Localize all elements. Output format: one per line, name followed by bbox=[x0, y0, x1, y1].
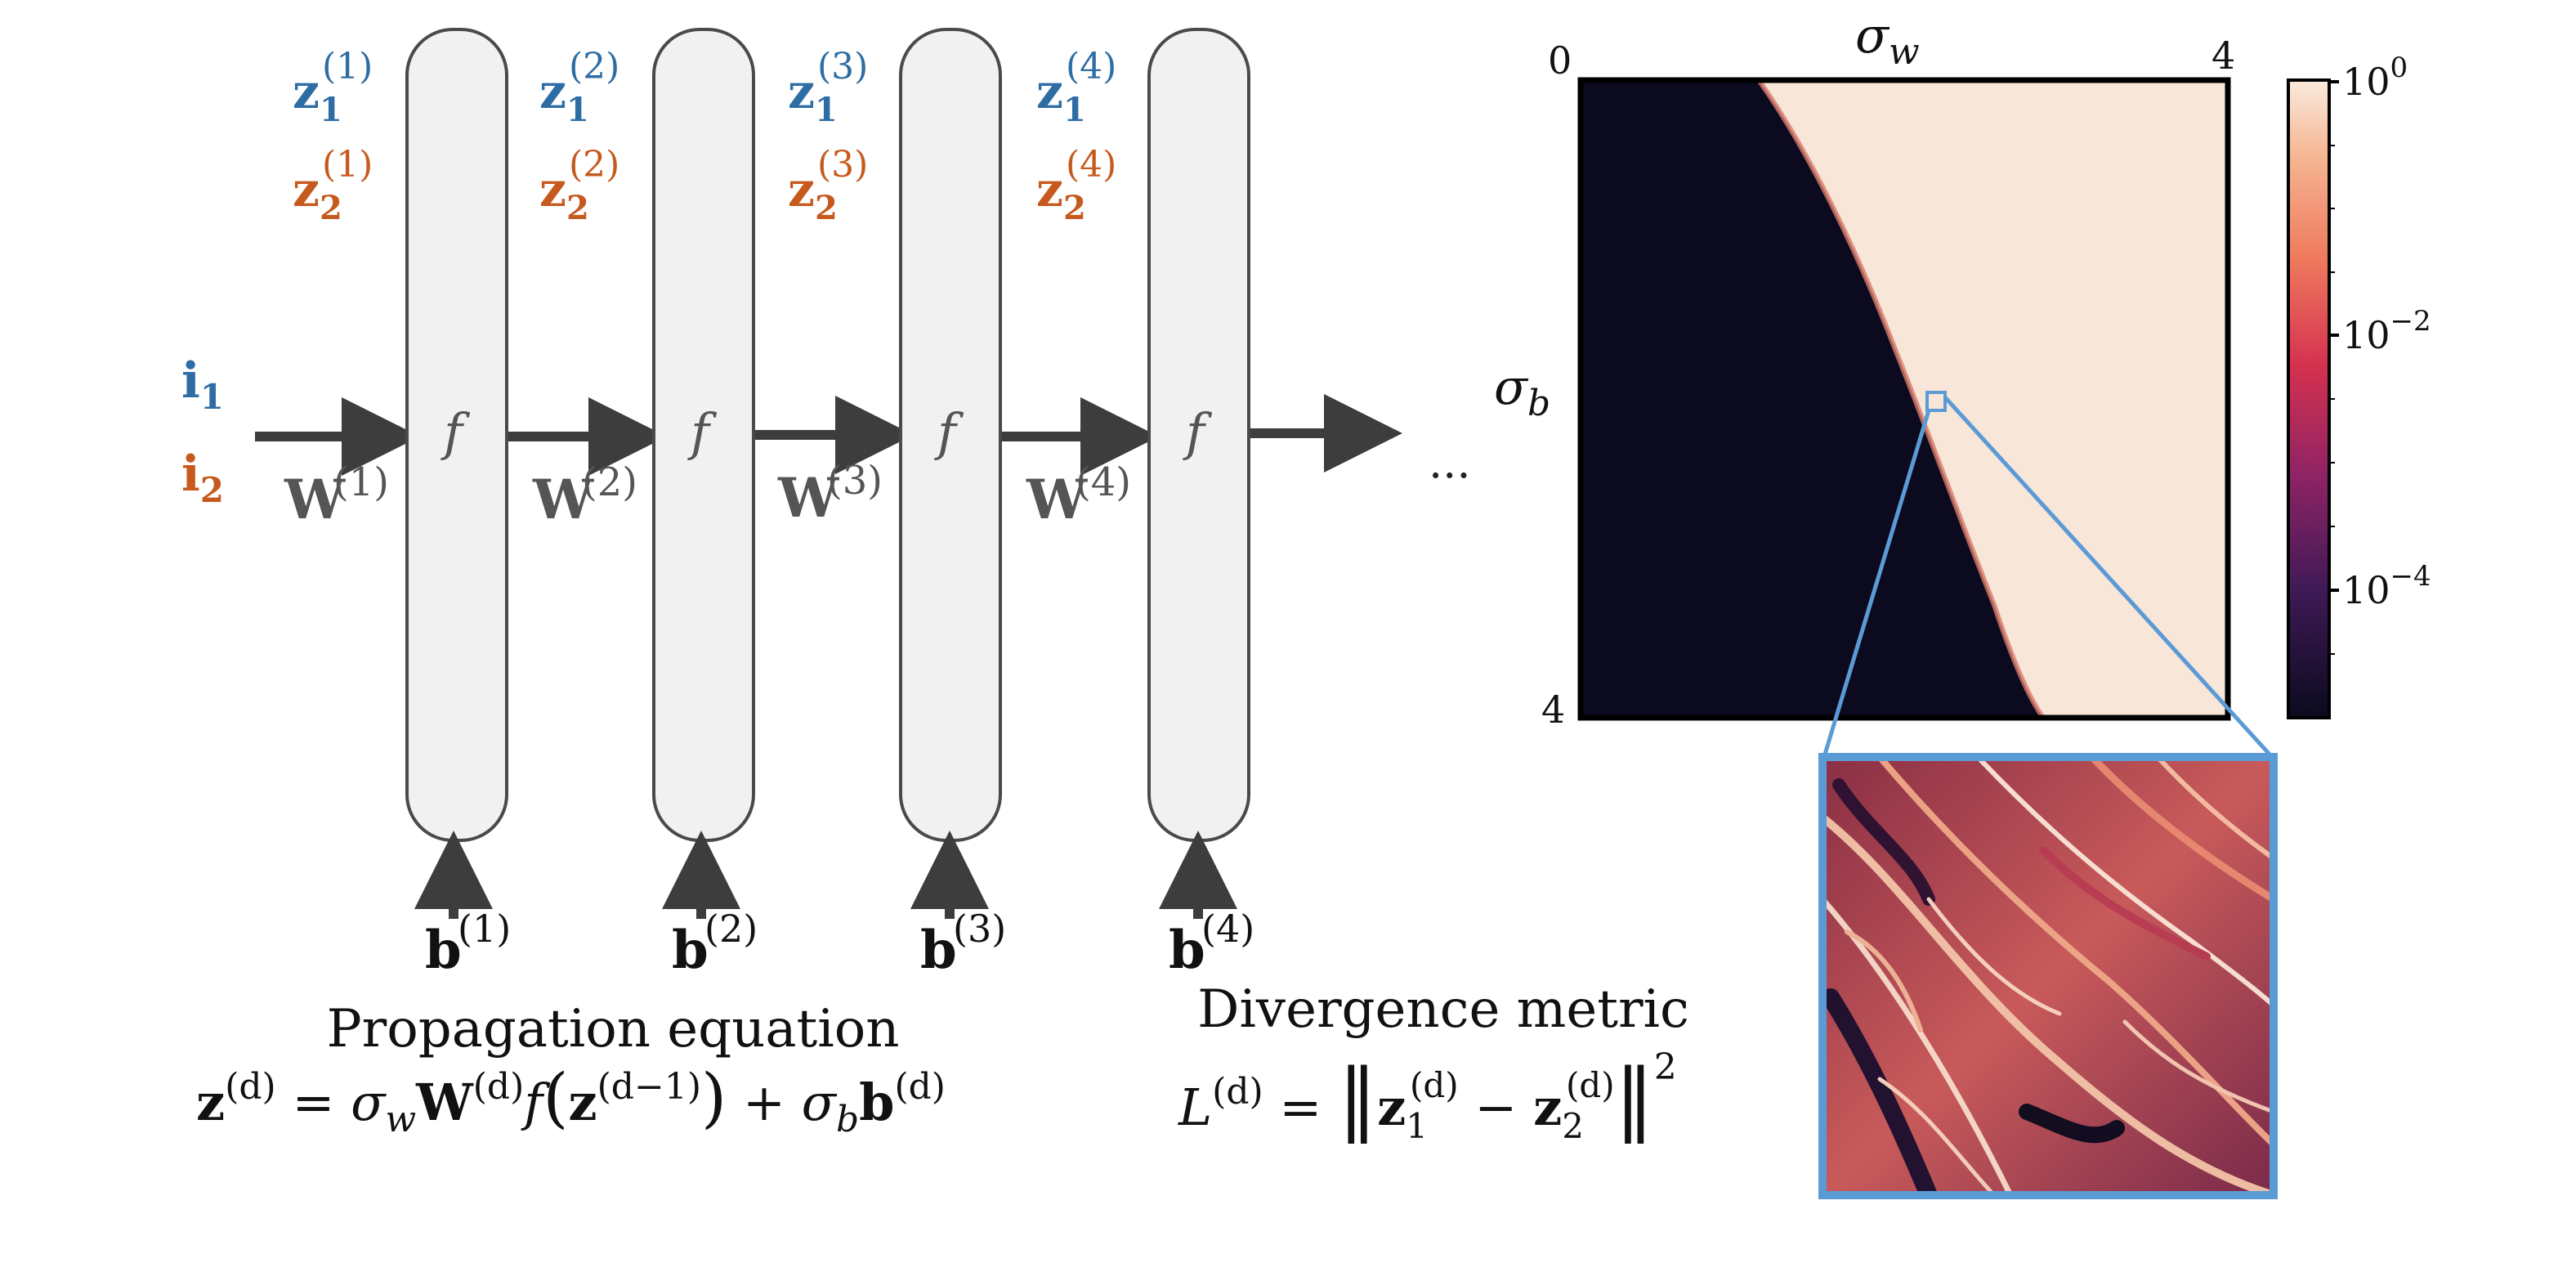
top-axis-label: σw bbox=[1855, 7, 1920, 73]
zoom-line-left bbox=[1822, 410, 1931, 758]
zoom-inset-frame bbox=[1818, 753, 2278, 1199]
w-label: W bbox=[777, 466, 839, 530]
z1-sup: (1) bbox=[322, 46, 373, 87]
bias-sup: (3) bbox=[953, 907, 1006, 951]
z1-sup: (2) bbox=[569, 46, 619, 87]
bias-label: b bbox=[672, 920, 709, 981]
z2-label: z2 bbox=[293, 162, 342, 227]
heatmap-panel: σw 0 4 σb 4 bbox=[1494, 7, 2431, 1199]
ellipsis: ... bbox=[1429, 437, 1471, 488]
w-sup: (3) bbox=[827, 458, 883, 504]
top-axis-max: 4 bbox=[2212, 34, 2235, 78]
bias-sup: (1) bbox=[458, 907, 511, 951]
z2-sup: (3) bbox=[817, 144, 868, 186]
z1-sup: (3) bbox=[817, 46, 868, 87]
z2-sup: (4) bbox=[1066, 144, 1116, 186]
network-diagram: i1 i2 ... f z1 (1) z2 (1) W (1) b (1) f … bbox=[181, 28, 1471, 981]
zoom-inset bbox=[1822, 757, 2274, 1195]
bias-sup: (2) bbox=[704, 907, 758, 951]
bias-sup: (4) bbox=[1201, 907, 1254, 951]
z2-label: z2 bbox=[788, 162, 838, 227]
z1-label: z1 bbox=[539, 64, 589, 129]
zoom-marker bbox=[1925, 391, 1947, 412]
layer-1: f z1 (1) z2 (1) W (1) b (1) bbox=[284, 28, 511, 981]
colorbar-ticks bbox=[2329, 80, 2339, 655]
bias-label: b bbox=[920, 920, 957, 981]
colorbar-tick-1: 10−2 bbox=[2342, 305, 2431, 357]
z2-sup: (1) bbox=[322, 144, 373, 186]
heatmap-image bbox=[1581, 80, 2228, 718]
w-sup: (2) bbox=[582, 459, 637, 505]
w-sup: (4) bbox=[1076, 459, 1131, 505]
left-axis-max: 4 bbox=[1541, 688, 1565, 732]
z2-sup: (2) bbox=[569, 144, 619, 186]
bias-label: b bbox=[1169, 920, 1205, 981]
bias-label: b bbox=[425, 920, 462, 981]
divergence-formula: L(d) = ‖z1(d) − z2(d)‖2 bbox=[1178, 1046, 1677, 1146]
w-label: W bbox=[1026, 468, 1088, 531]
propagation-formula: z(d) = σwW(d)f(z(d−1)) + σbb(d) bbox=[196, 1059, 946, 1140]
layer-3: f z1 (3) z2 (3) W (3) b (3) bbox=[777, 28, 1006, 981]
input-i1: i1 bbox=[181, 352, 224, 417]
z2-label: z2 bbox=[539, 162, 589, 227]
zoom-line-right bbox=[1943, 396, 2274, 759]
colorbar-tick-0: 100 bbox=[2342, 52, 2408, 104]
z1-label: z1 bbox=[788, 64, 838, 129]
z1-sup: (4) bbox=[1066, 46, 1116, 87]
divergence-equation: Divergence metric L(d) = ‖z1(d) − z2(d)‖… bbox=[1178, 979, 1689, 1146]
w-label: W bbox=[532, 468, 594, 531]
input-i2: i2 bbox=[181, 446, 224, 510]
layer-4: f z1 (4) z2 (4) W (4) b (4) bbox=[1026, 28, 1254, 981]
top-axis-min: 0 bbox=[1548, 38, 1572, 83]
propagation-equation: Propagation equation z(d) = σwW(d)f(z(d−… bbox=[196, 999, 946, 1140]
z1-label: z1 bbox=[1036, 64, 1086, 129]
propagation-title: Propagation equation bbox=[327, 999, 900, 1059]
colorbar-tick-2: 10−4 bbox=[2342, 560, 2431, 612]
left-axis-label: σb bbox=[1494, 359, 1550, 424]
boundary-fringe bbox=[1756, 80, 2046, 718]
colorbar bbox=[2287, 78, 2331, 719]
w-label: W bbox=[284, 468, 346, 531]
z1-label: z1 bbox=[293, 64, 342, 129]
divergence-title: Divergence metric bbox=[1197, 979, 1689, 1040]
layer-2: f z1 (2) z2 (2) W (2) b (2) bbox=[532, 28, 758, 981]
z2-label: z2 bbox=[1036, 162, 1086, 227]
heatmap-frame bbox=[1577, 77, 2231, 721]
w-sup: (1) bbox=[333, 459, 389, 505]
dark-region bbox=[1581, 80, 2043, 718]
